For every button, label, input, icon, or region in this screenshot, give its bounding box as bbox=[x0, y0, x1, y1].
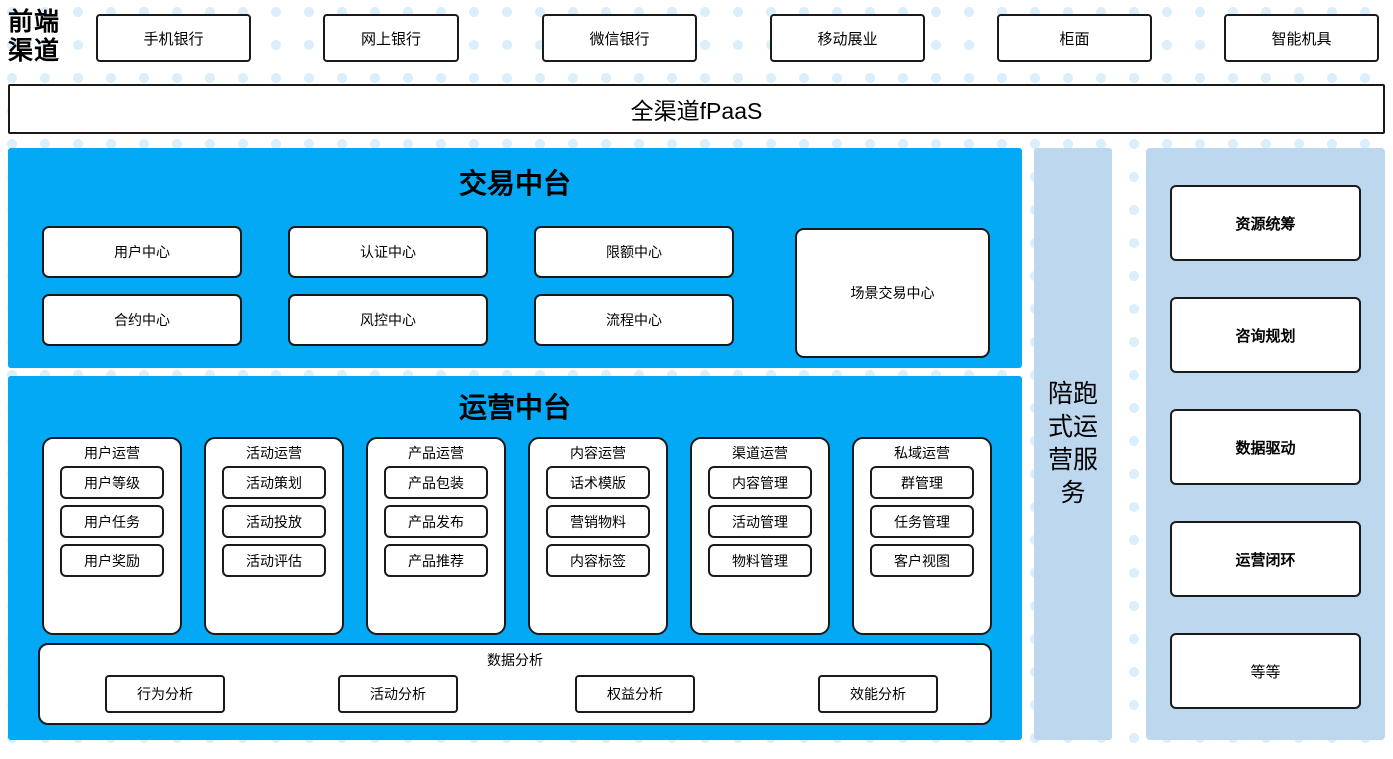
ops-item[interactable]: 产品发布 bbox=[384, 505, 488, 538]
value-box-4[interactable]: 运营闭环 bbox=[1170, 521, 1361, 597]
ops-item[interactable]: 用户任务 bbox=[60, 505, 164, 538]
ops-item[interactable]: 任务管理 bbox=[870, 505, 974, 538]
ops-item[interactable]: 话术模版 bbox=[546, 466, 650, 499]
channel-box-2[interactable]: 网上银行 bbox=[323, 14, 459, 62]
ops-item[interactable]: 活动策划 bbox=[222, 466, 326, 499]
value-rail: 资源统筹咨询规划数据驱动运营闭环等等 bbox=[1146, 148, 1385, 740]
ops-group-1: 用户运营用户等级用户任务用户奖励 bbox=[42, 437, 182, 635]
channel-box-1[interactable]: 手机银行 bbox=[96, 14, 251, 62]
trade-center-2[interactable]: 认证中心 bbox=[288, 226, 488, 278]
accompany-service-rail: 陪跑式运营服务 bbox=[1034, 148, 1112, 740]
ops-item[interactable]: 用户等级 bbox=[60, 466, 164, 499]
ops-item[interactable]: 活动管理 bbox=[708, 505, 812, 538]
fpaas-bar[interactable]: 全渠道fPaaS bbox=[8, 84, 1385, 134]
trade-center-4[interactable]: 合约中心 bbox=[42, 294, 242, 346]
value-box-2[interactable]: 咨询规划 bbox=[1170, 297, 1361, 373]
ops-platform-title: 运营中台 bbox=[458, 393, 571, 424]
data-analysis-item-1[interactable]: 行为分析 bbox=[105, 675, 225, 713]
ops-item[interactable]: 产品包装 bbox=[384, 466, 488, 499]
ops-group-6: 私域运营群管理任务管理客户视图 bbox=[852, 437, 992, 635]
channel-box-6[interactable]: 智能机具 bbox=[1224, 14, 1379, 62]
ops-item[interactable]: 产品推荐 bbox=[384, 544, 488, 577]
ops-item[interactable]: 活动投放 bbox=[222, 505, 326, 538]
data-analysis-title: 数据分析 bbox=[487, 652, 543, 668]
value-box-3[interactable]: 数据驱动 bbox=[1170, 409, 1361, 485]
ops-item[interactable]: 用户奖励 bbox=[60, 544, 164, 577]
ops-item[interactable]: 营销物料 bbox=[546, 505, 650, 538]
frontend-channel-label: 前端渠道 bbox=[8, 8, 80, 68]
ops-group-5: 渠道运营内容管理活动管理物料管理 bbox=[690, 437, 830, 635]
ops-item[interactable]: 物料管理 bbox=[708, 544, 812, 577]
ops-group-title: 用户运营 bbox=[84, 445, 140, 461]
data-analysis-item-2[interactable]: 活动分析 bbox=[338, 675, 458, 713]
channel-box-4[interactable]: 移动展业 bbox=[770, 14, 925, 62]
channel-box-3[interactable]: 微信银行 bbox=[542, 14, 697, 62]
frontend-channel-label-line: 渠道 bbox=[8, 38, 61, 65]
trade-platform-title: 交易中台 bbox=[458, 169, 571, 200]
trade-center-3[interactable]: 限额中心 bbox=[534, 226, 734, 278]
data-analysis-item-3[interactable]: 权益分析 bbox=[575, 675, 695, 713]
frontend-channel-label-line: 前端 bbox=[8, 9, 61, 36]
data-analysis-item-4[interactable]: 效能分析 bbox=[818, 675, 938, 713]
ops-item[interactable]: 群管理 bbox=[870, 466, 974, 499]
ops-group-title: 产品运营 bbox=[408, 445, 464, 461]
channel-box-5[interactable]: 柜面 bbox=[997, 14, 1152, 62]
ops-group-title: 渠道运营 bbox=[732, 445, 788, 461]
ops-group-4: 内容运营话术模版营销物料内容标签 bbox=[528, 437, 668, 635]
frontend-channel-row: 前端渠道 手机银行 网上银行 微信银行 移动展业 柜面 智能机具 bbox=[0, 4, 1393, 70]
trade-center-5[interactable]: 风控中心 bbox=[288, 294, 488, 346]
accompany-service-label: 陪跑式运营服务 bbox=[1047, 380, 1098, 507]
trade-center-6[interactable]: 流程中心 bbox=[534, 294, 734, 346]
ops-item[interactable]: 内容管理 bbox=[708, 466, 812, 499]
ops-group-2: 活动运营活动策划活动投放活动评估 bbox=[204, 437, 344, 635]
ops-group-title: 内容运营 bbox=[570, 445, 626, 461]
scene-trade-center-box[interactable]: 场景交易中心 bbox=[795, 228, 990, 358]
ops-group-title: 活动运营 bbox=[246, 445, 302, 461]
ops-item[interactable]: 客户视图 bbox=[870, 544, 974, 577]
ops-group-3: 产品运营产品包装产品发布产品推荐 bbox=[366, 437, 506, 635]
ops-item[interactable]: 活动评估 bbox=[222, 544, 326, 577]
value-box-5[interactable]: 等等 bbox=[1170, 633, 1361, 709]
data-analysis-card: 数据分析 行为分析 活动分析 权益分析 效能分析 bbox=[38, 643, 992, 725]
ops-item[interactable]: 内容标签 bbox=[546, 544, 650, 577]
ops-group-title: 私域运营 bbox=[894, 445, 950, 461]
value-box-1[interactable]: 资源统筹 bbox=[1170, 185, 1361, 261]
trade-center-1[interactable]: 用户中心 bbox=[42, 226, 242, 278]
